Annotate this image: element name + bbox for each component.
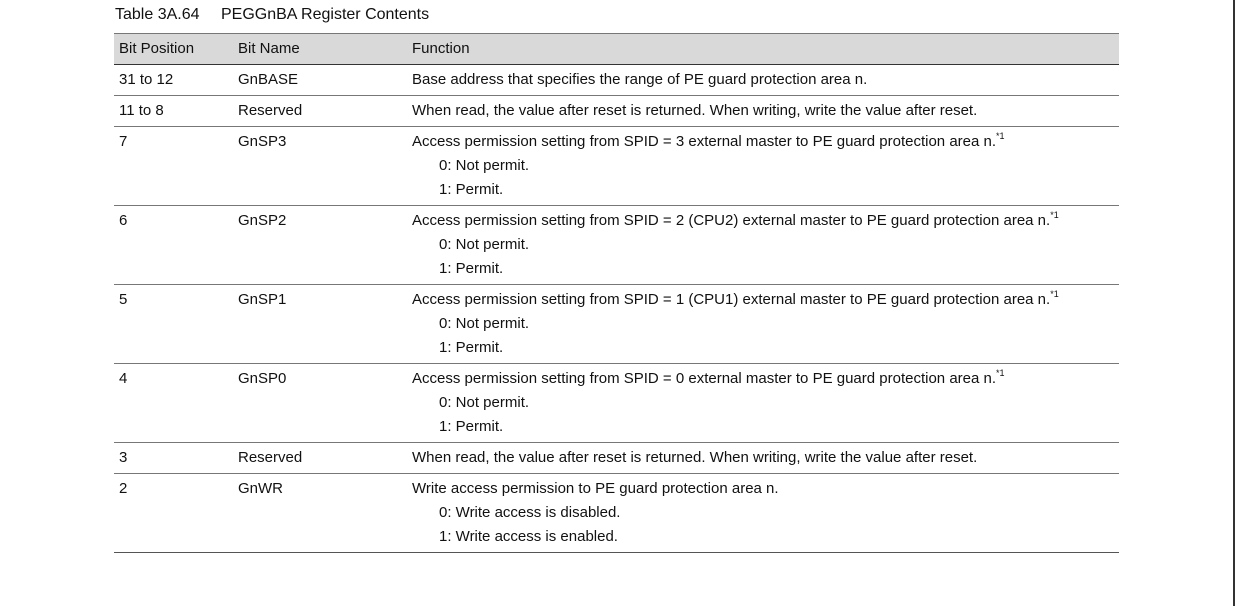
- function-cell: Access permission setting from SPID = 2 …: [407, 205, 1119, 285]
- table-caption: Table 3A.64 PEGGnBA Register Contents: [115, 6, 429, 24]
- function-cell: When read, the value after reset is retu…: [407, 442, 1119, 474]
- option-1: 1: Permit.: [439, 181, 504, 198]
- function-text: Access permission setting from SPID = 1 …: [412, 291, 1051, 308]
- bit-name: GnWR: [233, 473, 407, 553]
- option-1: 1: Permit.: [439, 418, 504, 435]
- header-bit-position: Bit Position: [114, 33, 233, 65]
- footnote-ref: *1: [1050, 289, 1059, 299]
- bit-name: GnSP2: [233, 205, 407, 285]
- bit-name: Reserved: [233, 442, 407, 474]
- function-cell: When read, the value after reset is retu…: [407, 95, 1119, 127]
- table-number: Table 3A.64: [115, 6, 200, 23]
- footnote-ref: *1: [1050, 210, 1059, 220]
- bit-name: GnSP3: [233, 126, 407, 206]
- function-text: Base address that specifies the range of…: [412, 71, 868, 88]
- bit-position: 3: [114, 442, 233, 474]
- bit-name: GnSP0: [233, 363, 407, 443]
- function-cell: Access permission setting from SPID = 1 …: [407, 284, 1119, 364]
- option-0: 0: Not permit.: [439, 157, 530, 174]
- bit-name: GnBASE: [233, 64, 407, 96]
- option-1: 1: Permit.: [439, 339, 504, 356]
- header-function: Function: [407, 33, 1119, 65]
- function-text: When read, the value after reset is retu…: [412, 449, 978, 466]
- header-bit-name: Bit Name: [233, 33, 407, 65]
- bit-position: 11 to 8: [114, 95, 233, 127]
- function-cell: Access permission setting from SPID = 0 …: [407, 363, 1119, 443]
- bit-position: 31 to 12: [114, 64, 233, 96]
- option-0: 0: Not permit.: [439, 236, 530, 253]
- table-title: PEGGnBA Register Contents: [221, 6, 430, 23]
- function-text: Access permission setting from SPID = 0 …: [412, 370, 997, 387]
- option-0: 0: Not permit.: [439, 394, 530, 411]
- table-header-row: Bit Position Bit Name Function: [114, 33, 1119, 65]
- footnote-ref: *1: [996, 368, 1005, 378]
- bit-position: 2: [114, 473, 233, 553]
- bit-position: 5: [114, 284, 233, 364]
- footnote-ref: *1: [996, 131, 1005, 141]
- function-text: Access permission setting from SPID = 3 …: [412, 133, 997, 150]
- bit-name: Reserved: [233, 95, 407, 127]
- function-cell: Access permission setting from SPID = 3 …: [407, 126, 1119, 206]
- function-cell: Write access permission to PE guard prot…: [407, 473, 1119, 553]
- function-text: Write access permission to PE guard prot…: [412, 480, 779, 497]
- option-0: 0: Not permit.: [439, 315, 530, 332]
- option-1: 1: Permit.: [439, 260, 504, 277]
- bit-position: 7: [114, 126, 233, 206]
- page-right-border: [1233, 0, 1235, 606]
- function-text: Access permission setting from SPID = 2 …: [412, 212, 1051, 229]
- bit-name: GnSP1: [233, 284, 407, 364]
- function-cell: Base address that specifies the range of…: [407, 64, 1119, 96]
- bit-position: 4: [114, 363, 233, 443]
- option-0: 0: Write access is disabled.: [439, 504, 621, 521]
- bit-position: 6: [114, 205, 233, 285]
- option-1: 1: Write access is enabled.: [439, 528, 618, 545]
- function-text: When read, the value after reset is retu…: [412, 102, 978, 119]
